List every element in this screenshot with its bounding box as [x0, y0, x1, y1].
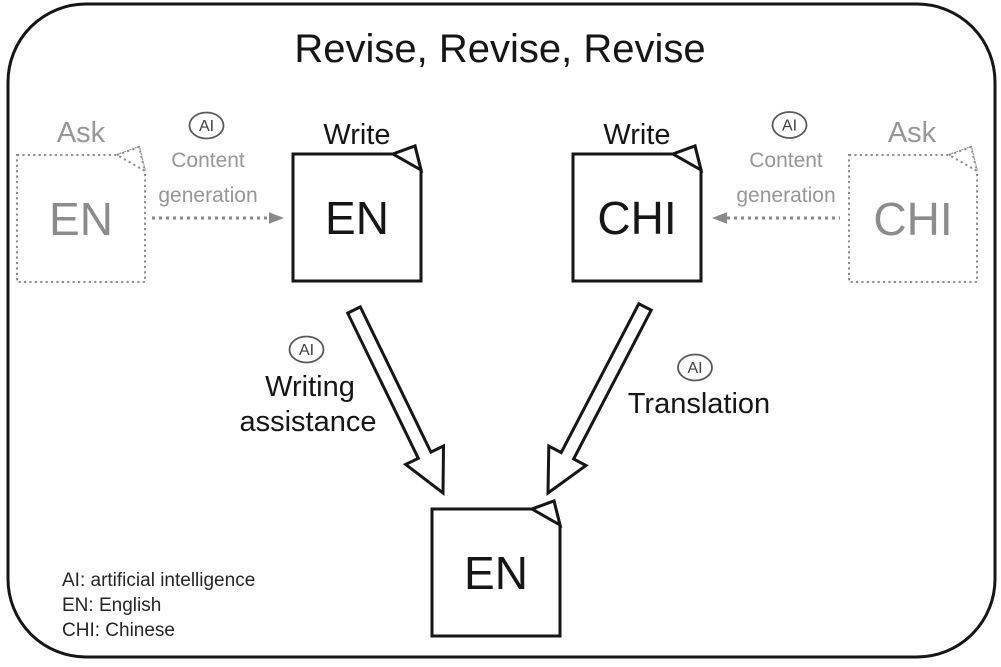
figure-title: Revise, Revise, Revise: [294, 27, 705, 71]
final-document-en-label: EN: [464, 547, 528, 599]
ai-badge-icon: [677, 353, 713, 382]
ai-badge-label: AI: [299, 342, 314, 359]
write-document-chi-label: CHI: [597, 192, 676, 244]
ai-badge-icon: [771, 111, 808, 139]
ai-badge-icon: [288, 335, 325, 364]
document-fold-corner: [114, 145, 147, 174]
writing-assistance-label-line1: Writing: [265, 371, 355, 403]
ai-badge-label: AI: [782, 118, 797, 135]
ask-label-right: Ask: [888, 117, 937, 149]
content-generation-left-line2: generation: [158, 184, 257, 207]
translation-label: Translation: [628, 388, 770, 420]
ask-document-en: [16, 145, 147, 283]
writing-assistance-label-line2: assistance: [239, 406, 376, 438]
ai-badge-label: AI: [687, 360, 702, 377]
ai-badge-label: AI: [199, 118, 214, 135]
write-document-en-label: EN: [325, 192, 389, 244]
ask-document-en-label: EN: [49, 193, 113, 245]
document-fold-corner: [389, 144, 424, 174]
legend-line-chi: CHI: Chinese: [62, 620, 175, 641]
content-generation-right-line2: generation: [736, 184, 835, 207]
ai-badge-icon: [188, 111, 225, 140]
translation-arrow: [546, 301, 654, 496]
write-label-left: Write: [323, 119, 390, 151]
writing-assistance-arrow: [345, 304, 446, 497]
write-document-chi: [571, 144, 704, 283]
ask-document-chi-label: CHI: [873, 193, 952, 245]
ask-document-chi: [848, 145, 979, 283]
write-label-right: Write: [603, 119, 670, 151]
ask-label-left: Ask: [57, 117, 106, 149]
document-page-outline: [16, 145, 146, 283]
write-document-en: [291, 144, 424, 283]
legend-line-en: EN: English: [62, 595, 161, 616]
content-generation-right-line1: Content: [749, 149, 823, 172]
document-fold-corner: [946, 145, 979, 174]
content-generation-left-line1: Content: [171, 149, 245, 172]
document-fold-corner: [528, 499, 563, 529]
dotted-arrowhead-right: [712, 212, 727, 224]
final-document-en: [430, 499, 563, 638]
figure-border: [6, 2, 997, 659]
legend-line-ai: AI: artificial intelligence: [62, 570, 255, 591]
document-fold-corner: [669, 144, 704, 174]
document-page-outline: [848, 145, 978, 283]
dotted-arrowhead-left: [269, 212, 284, 224]
